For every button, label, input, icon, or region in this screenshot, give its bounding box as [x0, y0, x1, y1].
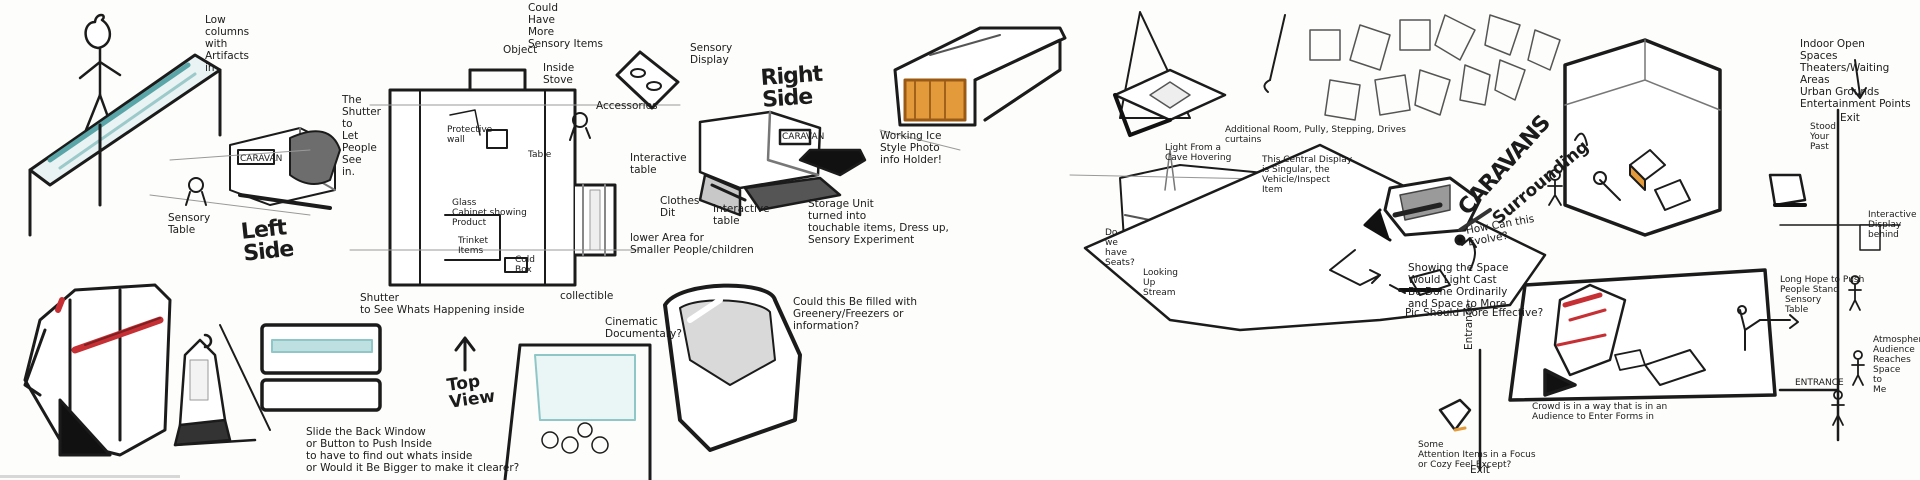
- heading-top-view: Top View: [445, 371, 497, 413]
- note-additional-room: Additional Room, Pully, Stepping, Drives…: [1225, 125, 1406, 145]
- accessories-icon: [569, 112, 591, 141]
- note-object: Object: [503, 44, 538, 56]
- label-exit-right: Exit: [1840, 112, 1860, 124]
- note-sensory: Sensory Table: [1785, 295, 1822, 315]
- note-sensory-table: Sensory Table: [168, 212, 211, 236]
- caravan-red-side: [23, 283, 172, 457]
- note-accessories: Accessories: [596, 100, 658, 112]
- bottom-rule: [0, 475, 180, 478]
- note-protective-wall: Protective wall: [447, 125, 493, 145]
- furniture-doodles: [1309, 14, 1561, 121]
- note-do-we-have: Do we have Seats?: [1105, 228, 1135, 268]
- note-two-views: Looking Up Stream: [1143, 268, 1178, 298]
- note-sensory-display: Sensory Display: [690, 42, 733, 66]
- note-lower-area: lower Area for Smaller People/children: [630, 232, 754, 256]
- note-shutter-see: Shutter to See Whats Happening inside: [360, 292, 525, 316]
- plan-view-layout: [349, 68, 681, 287]
- sensory-display-box: [615, 50, 680, 110]
- small-caravan-workflow: [1389, 269, 1451, 296]
- stacked-glass-boxes: [260, 323, 382, 412]
- note-indoor-open: Indoor Open Spaces Theaters/Waiting Area…: [1800, 38, 1911, 110]
- stick-figure-left: [78, 13, 122, 132]
- label-entrance-right: ENTRANCE: [1795, 378, 1844, 388]
- label-caravan-right: CARAVAN: [782, 132, 825, 142]
- heading-right-side: Right Side: [759, 61, 823, 113]
- heading-left-side: Left Side: [239, 215, 295, 267]
- entrance-path: [1438, 348, 1482, 472]
- note-low-columns: Low columns with Artifacts in: [205, 14, 250, 74]
- note-some-attention: Some Attention Items in a Focus or Cozy …: [1418, 440, 1536, 470]
- note-working-ice: Working Ice Style Photo info Holder!: [880, 130, 942, 166]
- note-slide-back-window: Slide the Back Window or Button to Push …: [306, 426, 520, 474]
- room-interior-sketch: [503, 343, 652, 480]
- note-glass-cabinet: Glass Cabinet showing Product: [452, 198, 527, 228]
- hanging-frame-sketch: [1113, 11, 1286, 137]
- object-kettle-sketch: [173, 324, 271, 447]
- exhibition-red-caravan: [1508, 268, 1799, 402]
- note-atmosphere: Atmosphere Audience Reaches Space to Me: [1873, 335, 1920, 395]
- caravan-sketch-right: [698, 110, 867, 217]
- long-display-column: [28, 53, 222, 237]
- note-central-display: This Central Display is Singular, the Ve…: [1262, 155, 1353, 195]
- orange-drawer-unit: [879, 26, 1067, 151]
- note-clothes: Clothes Dit: [660, 195, 700, 219]
- caravan-sketch-left: [149, 127, 341, 216]
- note-interactive-table-2: Interactive table: [713, 203, 770, 227]
- note-cold-box: Cold Box: [515, 255, 536, 275]
- label-exit-bottom: Exit: [1470, 464, 1490, 476]
- note-long-hope: Long Hope to Push People Stand: [1780, 275, 1865, 295]
- note-pic-should: Pic Should More Effective?: [1405, 307, 1544, 319]
- note-shutter: The Shutter to Let People See in.: [342, 94, 381, 178]
- note-interactive-display: Interactive Display behind: [1868, 210, 1917, 240]
- note-light-from: Light From a Cave Hovering: [1165, 143, 1232, 163]
- note-collectible: collectible: [560, 290, 614, 302]
- note-crowd-is: Crowd is in a way that is in an Audience…: [1532, 402, 1668, 422]
- layout-flow-diagram: [1768, 59, 1901, 442]
- sensory-table-sketch: [185, 177, 207, 206]
- cube-room-sketch: [1547, 38, 1722, 237]
- label-caravan-left: CARAVAN: [240, 154, 283, 164]
- note-could-have-more: Could Have More Sensory Items: [528, 2, 603, 50]
- note-storage-unit: Storage Unit turned into touchable items…: [808, 198, 949, 246]
- note-cinematic: Cinematic Documentary?: [605, 316, 682, 340]
- workflow-arrows: [1329, 237, 1477, 286]
- note-inside-stove: Inside Stove: [543, 62, 575, 86]
- note-showing-space: Showing the Space Would Light Cast Be Do…: [1408, 262, 1509, 310]
- label-entrance-left: Entrance: [1463, 302, 1475, 350]
- note-could-be-filled: Could this Be filled with Greenery/Freez…: [793, 296, 918, 332]
- top-view-arrow: [454, 336, 476, 372]
- note-interactive-table: Interactive table: [630, 152, 687, 176]
- note-trinket: Trinket Items: [458, 236, 489, 256]
- note-table: Table: [528, 150, 552, 160]
- grey-cabinet-sketch: [663, 283, 802, 452]
- note-stood-your: Stood Your Past: [1810, 122, 1836, 152]
